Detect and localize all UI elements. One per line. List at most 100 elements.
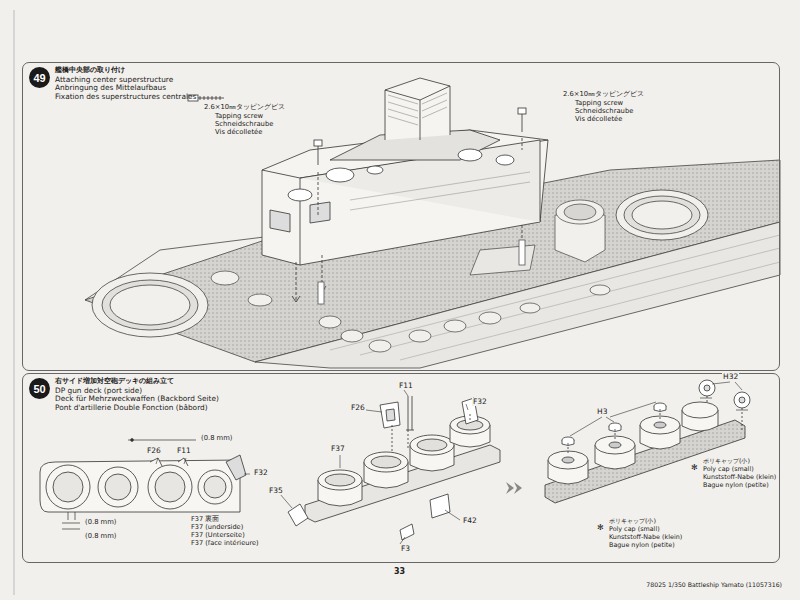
superstructure-part xyxy=(326,168,354,182)
part-number: F3 xyxy=(400,545,411,553)
part-number: F32 xyxy=(472,398,488,406)
deck-part-exploded-part xyxy=(318,470,362,490)
step-arrow-part xyxy=(506,482,522,494)
dimension: (0.8 mm) xyxy=(84,533,118,540)
deck-part-exploded-part xyxy=(325,474,355,486)
part-number: F26 xyxy=(146,447,162,455)
deck-part-assembled-part xyxy=(707,396,742,430)
step-number-text: 50 xyxy=(33,383,45,395)
superstructure-part xyxy=(288,189,312,201)
deck-part-assembled-part xyxy=(699,380,715,396)
polycap-note: Bague nylon (petite) xyxy=(702,482,770,489)
screw-callout: 2.6×10㎜タッピングビス xyxy=(562,91,645,98)
screw-and-arrows-part xyxy=(198,96,224,100)
part-note: F37 裏面 xyxy=(190,516,220,523)
screw-and-arrows-part xyxy=(518,108,526,114)
deck-part-topview xyxy=(40,455,246,512)
deck-part-exploded-part xyxy=(417,439,447,451)
screw-callout: Vis décolletée xyxy=(574,116,623,123)
screw-and-arrows-part xyxy=(318,146,319,165)
superstructure xyxy=(262,78,548,265)
deck-part-assembled-part xyxy=(734,392,750,408)
product-code: 78025 1/350 Battleship Yamato (11057316) xyxy=(646,582,782,589)
part-number: H3 xyxy=(596,408,608,416)
polycap-note: Kunststoff-Nabe (klein) xyxy=(608,534,683,541)
screw-callout: Tapping screw xyxy=(214,113,264,120)
superstructure-part xyxy=(262,130,548,265)
screw-callout: 2.6×10㎜タッピングビス xyxy=(203,104,286,111)
turret-barbette-part xyxy=(632,201,692,229)
deck-part-topview-part xyxy=(98,467,138,507)
deck-part-assembled-part xyxy=(682,402,718,418)
hull-deck-part xyxy=(330,235,780,360)
superstructure-part xyxy=(458,149,482,161)
polycap-note: Poly cap (small) xyxy=(702,466,755,473)
deck-part-topview-part xyxy=(46,465,90,509)
deck-mounts-part xyxy=(520,303,540,313)
superstructure-part xyxy=(385,78,450,140)
screw-and-arrows-part xyxy=(292,296,300,302)
deck-part-topview-part xyxy=(148,465,192,509)
deck-part-assembled-part xyxy=(654,422,666,428)
deck-part-assembled-part xyxy=(548,451,588,469)
polycap-note: ポリキャップ(小) xyxy=(608,518,657,525)
dimension: (0.8 mm) xyxy=(200,435,234,442)
step-title: DP gun deck (port side) xyxy=(55,387,142,396)
step-title-ja: 艦橋中央部の取り付け xyxy=(55,66,125,75)
part-number: F37 xyxy=(330,445,346,453)
screw-callout: Schneidschraube xyxy=(214,121,274,128)
step-title: Anbringung des Mittelaufbaus xyxy=(55,84,166,93)
superstructure-part xyxy=(350,172,530,210)
superstructure-part xyxy=(270,202,330,232)
deck-part-topview-part xyxy=(150,458,188,466)
superstructure-part xyxy=(388,93,447,125)
pin-drill-marks-part xyxy=(68,512,75,520)
step-title-ja: 右サイド増加対空砲デッキの組み立て xyxy=(55,377,174,386)
polycap-note: Poly cap (small) xyxy=(608,526,661,533)
deck-part-assembled-part xyxy=(609,442,621,448)
deck-mounts-part xyxy=(409,330,431,342)
part-note: F37 (underside) xyxy=(190,524,244,531)
leader-lines-part xyxy=(366,390,468,412)
step-title: Deck für Mehrzweckwaffen (Backbord Seite… xyxy=(55,395,219,404)
page-edge xyxy=(14,10,15,595)
deck-part-topview-part xyxy=(105,474,131,500)
step-panel: 艦橋中央部の取り付けAttaching center superstructur… xyxy=(22,62,780,371)
deck-part-exploded-part xyxy=(410,435,454,455)
superstructure-part xyxy=(367,166,383,174)
deck-part-exploded-part xyxy=(430,494,450,518)
leader-lines-part xyxy=(280,455,460,544)
part-number: H32 xyxy=(722,373,739,381)
deck-mounts-part xyxy=(556,200,604,224)
deck-part-assembled-part xyxy=(700,398,748,410)
deck-part-topview-part xyxy=(155,472,185,502)
screw-and-arrows-part xyxy=(314,140,322,146)
deck-part-exploded-part xyxy=(371,456,401,468)
deck-part-topview-part xyxy=(204,476,226,498)
screw-and-arrows-part xyxy=(522,138,523,150)
superstructure-part xyxy=(496,155,514,165)
part-number: F11 xyxy=(398,382,414,390)
deck-part-assembled-part xyxy=(739,397,745,403)
asterisk-mark: ✻ xyxy=(690,464,699,473)
deck-mounts-part xyxy=(211,271,239,285)
deck-mounts-part xyxy=(479,312,501,324)
step-arrow xyxy=(506,482,522,494)
deck-mounts-part xyxy=(564,204,596,220)
pin-drill-marks-part xyxy=(131,439,134,442)
asterisk-mark: ✻ xyxy=(596,524,605,533)
part-number: F32 xyxy=(253,469,269,477)
deck-part-exploded-part xyxy=(288,504,308,526)
pin-drill-marks xyxy=(62,439,196,529)
turret-barbette-part xyxy=(92,273,208,337)
deck-mounts-part xyxy=(341,330,363,342)
deck-part-assembled-part xyxy=(704,385,710,391)
deck-part-exploded-part xyxy=(305,445,500,522)
step-title: Fixation des superstructures centrales xyxy=(55,93,196,102)
pin-drill-marks-part xyxy=(128,440,196,441)
part-number: F11 xyxy=(176,447,192,455)
step-number-text: 49 xyxy=(33,72,45,84)
deck-part-exploded-part xyxy=(380,402,400,428)
part-number: F42 xyxy=(462,517,478,525)
page-edge-part xyxy=(14,10,15,595)
